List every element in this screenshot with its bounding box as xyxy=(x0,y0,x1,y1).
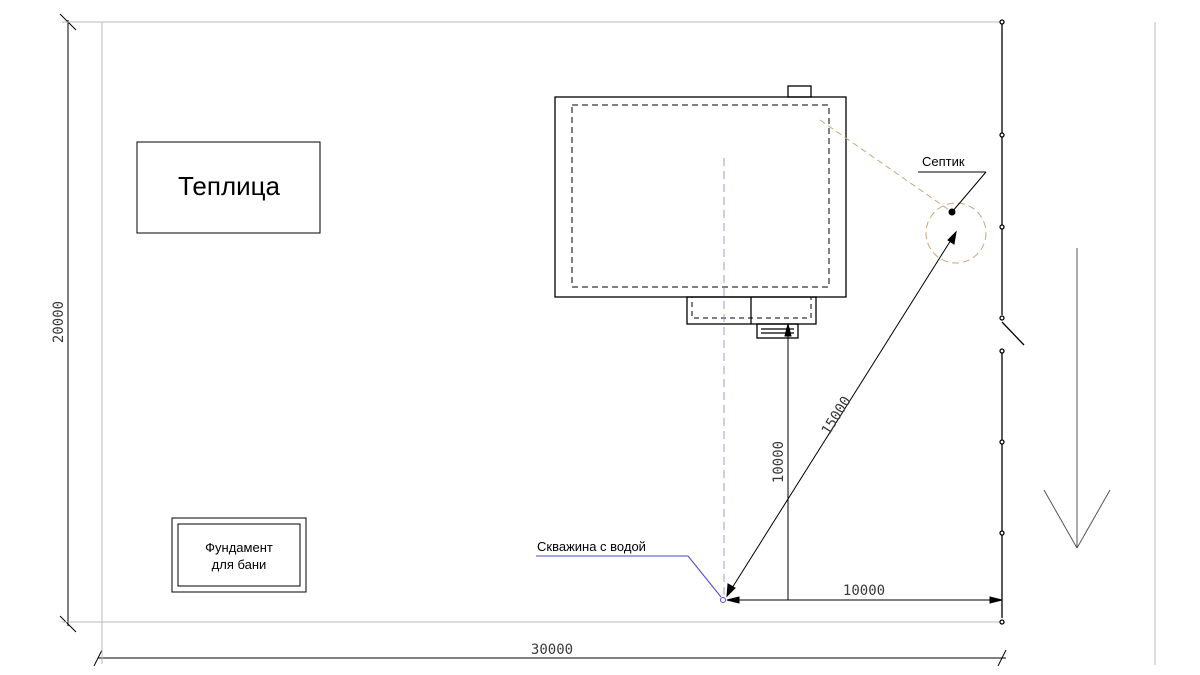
bath-foundation xyxy=(171,517,307,593)
greenhouse-label: Теплица xyxy=(178,171,281,201)
septic-label: Септик xyxy=(922,154,965,169)
well-point xyxy=(720,597,726,603)
well-septic-dimension xyxy=(726,230,957,598)
direction-arrow-icon xyxy=(1043,248,1111,549)
well-house-label: 10000 xyxy=(771,441,787,483)
well-fence-label: 10000 xyxy=(843,583,885,599)
bath-foundation-label-line2: для бани xyxy=(212,557,267,572)
well-septic-label: 15000 xyxy=(819,394,855,438)
plot-height-dimension xyxy=(59,13,102,633)
septic-leader xyxy=(918,171,987,213)
well-fence-dimension xyxy=(726,596,1003,604)
septic-circle xyxy=(925,202,987,264)
plot-width-dimension xyxy=(93,622,1007,667)
plot-height-label: 20000 xyxy=(51,301,67,343)
fence xyxy=(999,19,1025,625)
well-label: Скважина с водой xyxy=(537,539,646,554)
well-leader xyxy=(536,555,722,598)
house xyxy=(554,85,847,339)
well-house-dimension xyxy=(784,323,792,600)
bath-foundation-label-line1: Фундамент xyxy=(205,540,273,555)
septic-guide-line xyxy=(819,119,953,213)
greenhouse-rect xyxy=(136,141,321,234)
plot-boundary xyxy=(101,21,1156,665)
plot-width-label: 30000 xyxy=(531,642,573,658)
